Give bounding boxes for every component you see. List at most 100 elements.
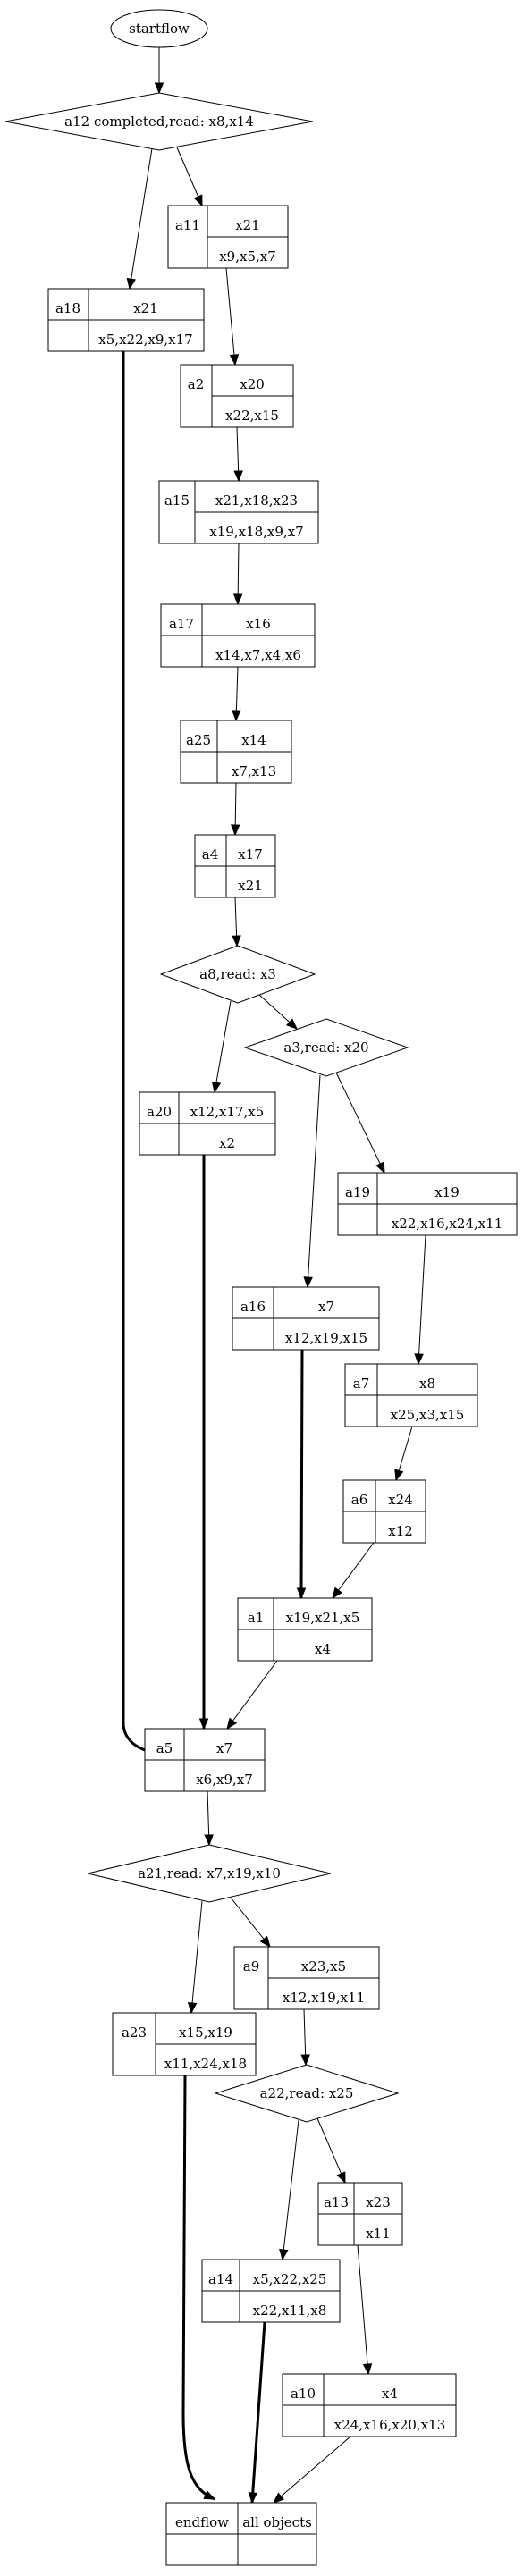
activity-read-vars: x11,x24,x18 — [164, 2056, 247, 2072]
arrowhead-a21-to-a23 — [187, 2002, 198, 2015]
decision-label: a22,read: x25 — [260, 2085, 354, 2101]
activity-read-vars: x12,x19,x15 — [285, 1330, 367, 1346]
edge-a14-to-end — [250, 2321, 266, 2504]
activity-write-vars: x21 — [235, 217, 260, 233]
activity-read-vars: x24,x16,x20,x13 — [334, 2417, 446, 2433]
activity-id: a15 — [164, 492, 190, 509]
arrowhead-a21-to-a9 — [259, 1935, 271, 1949]
activity-read-vars: x12 — [388, 1523, 413, 1539]
activity-write-vars: x5,x22,x25 — [253, 2271, 327, 2287]
activity-write-vars: x15,x19 — [179, 2025, 232, 2041]
activity-a23: a23 x15,x19 x11,x24,x18 — [112, 2012, 257, 2076]
activity-id: a20 — [147, 1104, 172, 1120]
edge-a6-to-a1 — [332, 1542, 375, 1599]
arrowhead-a8-to-a20 — [211, 1081, 222, 1094]
arrowhead-a12-to-a11 — [193, 194, 203, 207]
activity-id: a11 — [175, 217, 200, 233]
activity-a7: a7 x8 x25,x3,x15 — [344, 1363, 478, 1427]
activity-write-vars: x16 — [246, 616, 271, 632]
decision-a3: a3,read: x20 — [243, 1018, 409, 1077]
activity-read-vars: x5,x22,x9,x17 — [98, 332, 192, 348]
arrowhead-a4-to-a8 — [232, 935, 241, 947]
activity-read-vars: x22,x15 — [225, 408, 279, 424]
arrowhead-a16-to-a1 — [296, 1587, 307, 1600]
arrowhead-a3-to-a19 — [375, 1161, 385, 1174]
edge-a3-to-a16 — [307, 1074, 321, 1288]
end-objects-label: all objects — [242, 2514, 312, 2530]
activity-id: a4 — [202, 846, 219, 863]
activity-write-vars: x7 — [216, 1740, 232, 1756]
activity-write-vars: x4 — [382, 2386, 398, 2402]
activity-id: a18 — [55, 300, 80, 316]
activity-a17: a17 x16 x14,x7,x4,x6 — [160, 603, 316, 668]
arrowhead-a15-to-a17 — [232, 593, 243, 606]
edge-a18-to-a5 — [122, 351, 164, 1755]
activity-a11: a11 x21 x9,x5,x7 — [167, 205, 289, 269]
activity-write-vars: x23,x5 — [301, 1958, 346, 1974]
activity-id: a19 — [345, 1184, 370, 1200]
activity-write-vars: x12,x17,x5 — [190, 1104, 265, 1120]
activity-a16: a16 x7 x12,x19,x15 — [232, 1286, 380, 1351]
activity-read-vars: x14,x7,x4,x6 — [215, 647, 301, 663]
activity-read-vars: x2 — [219, 1135, 235, 1151]
activity-read-vars: x6,x9,x7 — [196, 1772, 253, 1788]
arrowhead-a6-to-a1 — [332, 1587, 343, 1600]
activity-id: a9 — [243, 1958, 260, 1974]
activity-a15: a15 x21,x18,x23 x19,x18,x9,x7 — [158, 480, 319, 544]
activity-id: a6 — [351, 1492, 368, 1508]
decision-label: a21,read: x7,x19,x10 — [138, 1865, 281, 1881]
end-node: endflow all objects — [165, 2502, 317, 2566]
activity-a18: a18 x21 x5,x22,x9,x17 — [47, 288, 205, 352]
activity-write-vars: x7 — [318, 1299, 334, 1315]
activity-write-vars: x14 — [241, 732, 266, 748]
activity-write-vars: x19,x21,x5 — [286, 1610, 360, 1626]
activity-write-vars: x24 — [388, 1492, 413, 1508]
arrowhead-a1-to-a5 — [226, 1717, 238, 1730]
arrowhead-a9-to-a22 — [300, 2054, 310, 2067]
arrowhead-a8-to-a3 — [285, 1018, 298, 1030]
activity-write-vars: x21,x18,x23 — [215, 492, 298, 509]
activity-a4: a4 x17 x21 — [194, 834, 276, 898]
edge-a12-to-a11 — [176, 147, 203, 206]
activity-read-vars: x25,x3,x15 — [391, 1407, 465, 1423]
arrowhead-a10-to-end — [272, 2492, 285, 2504]
edge-a10-to-end — [273, 2436, 351, 2504]
arrowhead-a7-to-a6 — [394, 1469, 404, 1482]
activity-id: a13 — [324, 2194, 349, 2210]
arrowhead-a14-to-end — [248, 2492, 258, 2504]
activity-id: a10 — [291, 2386, 316, 2402]
activity-id: a14 — [208, 2271, 233, 2287]
edge-a21-to-a9 — [230, 1897, 271, 1948]
arrowhead-a19-to-a7 — [414, 1353, 424, 1366]
activity-id: a7 — [353, 1376, 370, 1392]
arrowhead-a25-to-a4 — [230, 824, 240, 837]
activity-read-vars: x4 — [315, 1641, 331, 1657]
arrowhead-start-to-a12 — [154, 82, 164, 95]
arrowhead-a20-to-a5 — [198, 1718, 209, 1730]
activity-read-vars: x21 — [238, 878, 263, 894]
decision-a8: a8,read: x3 — [159, 945, 316, 1004]
activity-id: a1 — [248, 1610, 265, 1626]
activity-id: a17 — [169, 616, 194, 632]
activity-read-vars: x22,x16,x24,x11 — [392, 1216, 503, 1232]
arrowhead-a3-to-a16 — [303, 1276, 313, 1289]
activity-write-vars: x20 — [240, 376, 265, 392]
arrowhead-a22-to-a13 — [336, 2171, 346, 2185]
arrowhead-a5-to-a21 — [204, 1834, 214, 1847]
activity-read-vars: x12,x19,x11 — [283, 1990, 365, 2006]
arrowhead-a23-to-end — [203, 2490, 216, 2500]
edge-a22-to-a13 — [316, 2117, 346, 2184]
activity-id: a2 — [188, 376, 205, 392]
activity-a19: a19 x19 x22,x16,x24,x11 — [337, 1172, 518, 1236]
start-node: startflow — [110, 9, 208, 48]
activity-a20: a20 x12,x17,x5 x2 — [139, 1091, 276, 1156]
edges — [122, 47, 426, 2504]
arrowhead-a13-to-a10 — [362, 2363, 373, 2376]
edge-a13-to-a10 — [357, 2244, 369, 2375]
arrowhead-a11-to-a2 — [229, 354, 240, 366]
activity-a25: a25 x14 x7,x13 — [180, 720, 292, 784]
activity-read-vars: x19,x18,x9,x7 — [209, 524, 303, 540]
activity-a5: a5 x7 x6,x9,x7 — [144, 1728, 266, 1792]
activity-read-vars: x7,x13 — [232, 763, 276, 779]
